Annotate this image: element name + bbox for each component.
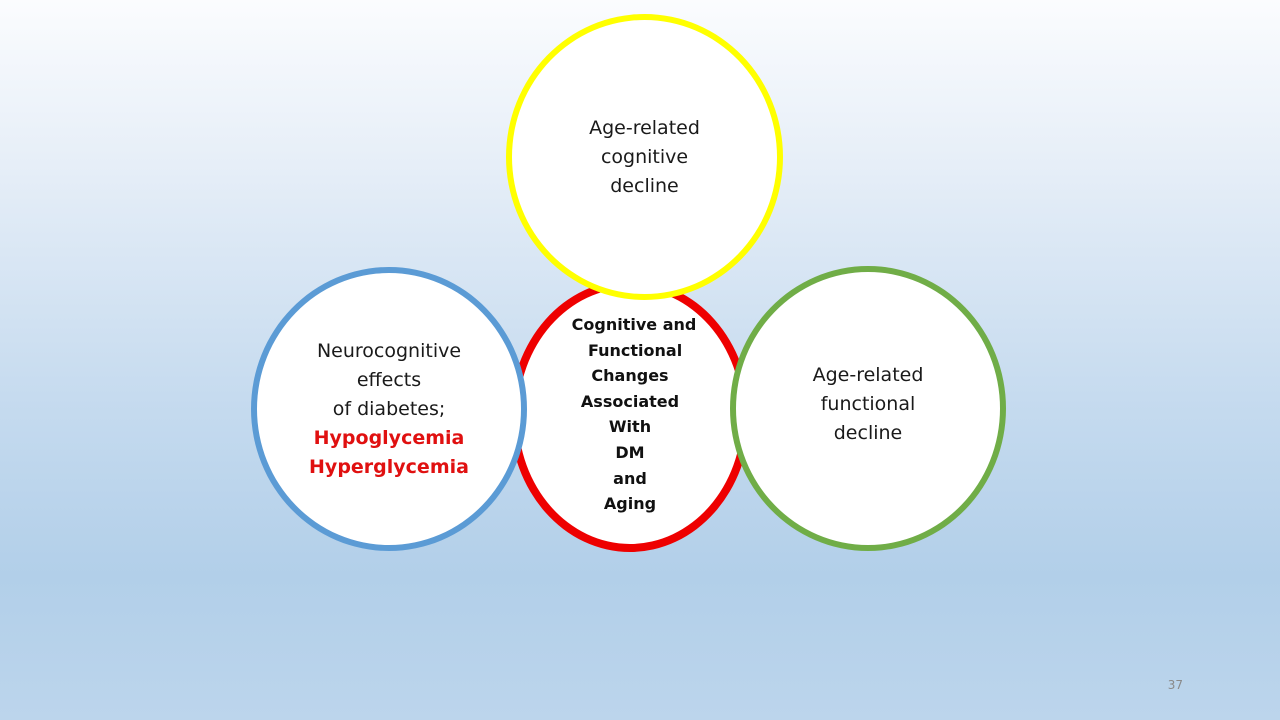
left-line: effects <box>356 368 422 391</box>
page-number: 37 <box>1167 678 1183 692</box>
left-circle-neurocognitive-effects: Neurocognitive effects of diabetes; Hypo… <box>251 267 527 551</box>
center-line: Functional <box>588 340 683 360</box>
top-line: Age-related <box>589 116 700 139</box>
right-line: functional <box>820 393 916 415</box>
center-circle-text: Cognitive and Functional Changes Associa… <box>518 288 742 517</box>
top-circle-age-related-cognitive-decline: Age-related cognitive decline <box>506 14 783 300</box>
left-highlight-hyperglycemia: Hyperglycemia <box>309 455 469 478</box>
top-circle-text: Age-related cognitive decline <box>589 114 700 201</box>
right-circle-age-related-functional-decline: Age-related functional decline <box>730 266 1006 551</box>
left-line: Neurocognitive <box>316 339 462 362</box>
right-line: decline <box>833 422 903 444</box>
center-line: Cognitive and <box>571 315 697 334</box>
center-circle-cognitive-functional-changes: Cognitive and Functional Changes Associa… <box>510 280 750 552</box>
left-highlight-hypoglycemia: Hypoglycemia <box>313 426 465 449</box>
top-line: cognitive <box>600 145 689 168</box>
center-line: With <box>608 417 652 437</box>
right-circle-text: Age-related functional decline <box>813 361 924 448</box>
top-line: decline <box>610 174 679 197</box>
left-circle-text: Neurocognitive effects of diabetes; Hypo… <box>309 337 469 482</box>
center-line: Aging <box>603 494 657 514</box>
center-line: DM <box>615 442 645 462</box>
center-line: Associated <box>580 391 680 411</box>
center-line: Changes <box>591 366 669 386</box>
left-line: of diabetes; <box>332 397 446 420</box>
right-line: Age-related <box>812 364 924 386</box>
center-line: and <box>613 468 647 488</box>
